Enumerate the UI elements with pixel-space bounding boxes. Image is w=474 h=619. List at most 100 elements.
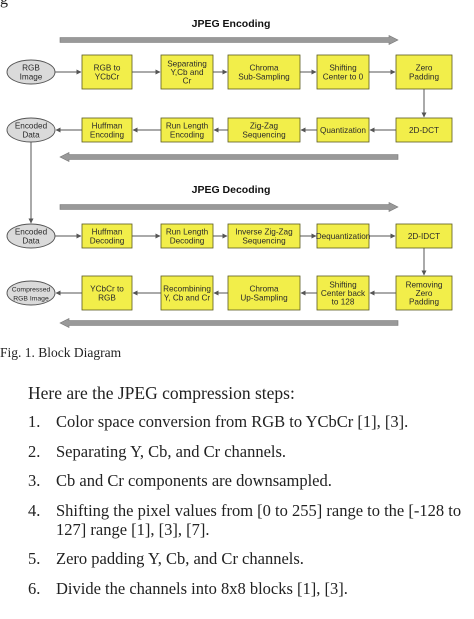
node-label: Run Length — [166, 228, 209, 237]
flow-band-arrow — [59, 202, 399, 212]
process-box — [160, 275, 214, 311]
node-label: Sequencing — [242, 130, 286, 139]
node-label: Encoded — [15, 122, 48, 131]
node-label: Run Length — [166, 122, 209, 131]
node-label: Dequantization — [316, 232, 371, 241]
step-item: 5. Zero padding Y, Cb, and Cr channels. — [28, 549, 472, 568]
process-box — [395, 117, 453, 143]
flow-band-arrow — [59, 35, 399, 45]
node-label: Image — [20, 72, 43, 81]
process-node: 2D-IDCT — [395, 223, 453, 249]
flow-direction-bands — [59, 35, 399, 328]
connector-arrows — [28, 69, 427, 296]
step-item: 4. Shifting the pixel values from [0 to 2… — [28, 501, 472, 539]
node-label: Huffman — [92, 228, 123, 237]
node-label: Up-Sampling — [240, 293, 288, 302]
process-box — [160, 117, 214, 143]
process-box — [316, 117, 370, 143]
step-number: 5. — [28, 549, 41, 568]
node-label: RGB — [98, 293, 116, 302]
process-node: 2D-DCT — [395, 117, 453, 143]
process-box — [227, 117, 301, 143]
process-box — [316, 275, 370, 311]
node-label: RGB to — [94, 64, 121, 73]
node-label: Shifting — [329, 64, 357, 73]
node-label: Separating — [167, 59, 207, 68]
node-label: Encoding — [90, 130, 125, 139]
node-label: Recombining — [163, 285, 211, 294]
node-label: Huffman — [92, 122, 123, 131]
node-label: Zig-Zag — [250, 122, 279, 131]
node-label: Decoding — [170, 236, 205, 245]
step-item: 2.Separating Y, Cb, and Cr channels. — [28, 442, 472, 461]
step-number: 1. — [28, 412, 41, 431]
terminal-shape — [6, 223, 56, 249]
decoding-title: JPEG Decoding — [192, 184, 271, 196]
process-box — [81, 117, 133, 143]
step-text: Divide the channels into 8x8 blocks [1],… — [56, 578, 348, 598]
node-label: Compressed — [12, 287, 51, 294]
process-node: Quantization — [316, 117, 370, 143]
node-label: Removing — [406, 280, 443, 289]
process-box — [227, 54, 301, 90]
figure-caption: Fig. 1. Block Diagram — [0, 345, 122, 360]
jpeg-block-diagram: JPEG Encoding JPEG Decoding RGBImageRGB … — [6, 18, 453, 328]
process-box — [395, 54, 453, 90]
process-box — [160, 223, 214, 249]
terminal-shape — [6, 117, 56, 143]
flow-band-arrow — [59, 318, 399, 328]
process-box — [395, 275, 453, 311]
terminal-shape — [6, 59, 56, 85]
node-label: Center to 0 — [323, 72, 364, 81]
node-label: Cr — [183, 77, 192, 86]
node-label: Padding — [409, 72, 439, 81]
node-label: Sub-Sampling — [238, 72, 290, 81]
process-box — [160, 54, 214, 90]
step-item: 3.Cb and Cr components are downsampled. — [28, 471, 472, 490]
flow-band-arrow — [59, 152, 399, 162]
process-box — [227, 275, 301, 311]
node-label: Quantization — [320, 126, 366, 135]
step-text: Zero padding Y, Cb, and Cr channels. — [56, 549, 304, 568]
node-label: Y,Cb and — [170, 68, 204, 77]
node-label: Chroma — [249, 64, 279, 73]
node-label: Zero — [416, 289, 433, 298]
process-box — [395, 223, 453, 249]
step-number: 6. — [28, 578, 41, 598]
node-label: Decoding — [90, 236, 125, 245]
process-box — [81, 54, 133, 90]
node-label: to 128 — [332, 298, 355, 307]
node-label: Data — [22, 236, 40, 245]
node-label: 2D-DCT — [409, 126, 439, 135]
step-text: Shifting the pixel values from [0 to 255… — [56, 500, 462, 539]
process-box — [81, 223, 133, 249]
process-box — [316, 54, 370, 90]
step-item: 1.Color space conversion from RGB to YCb… — [28, 412, 472, 431]
node-label: YCbCr — [95, 72, 120, 81]
step-item: 6. Divide the channels into 8x8 blocks [1… — [28, 579, 472, 598]
step-number: 4. — [28, 500, 41, 520]
process-node: Dequantization — [316, 223, 371, 249]
node-label: Encoding — [170, 130, 205, 139]
node-label: Data — [22, 130, 40, 139]
step-text: Separating Y, Cb, and Cr channels. — [56, 441, 287, 461]
